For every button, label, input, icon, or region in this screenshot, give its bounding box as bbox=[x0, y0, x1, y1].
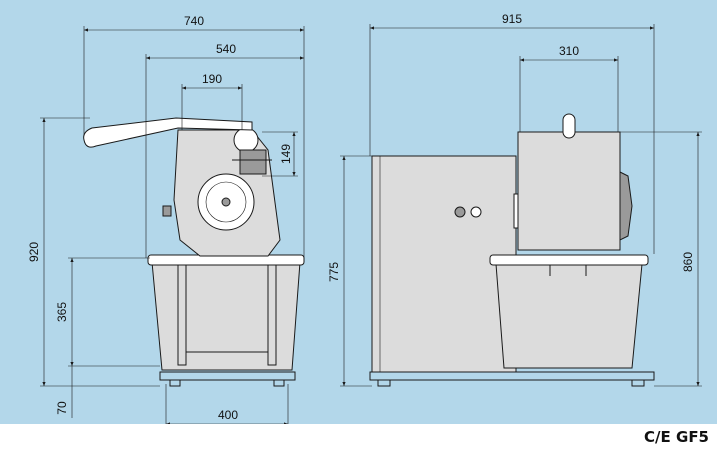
front-foot-right bbox=[631, 379, 645, 387]
front-hopper bbox=[517, 131, 621, 251]
side-motor-ring bbox=[205, 181, 247, 223]
dim-310: 310 bbox=[559, 44, 579, 58]
front-control-knob-2 bbox=[470, 206, 482, 218]
model-label: C/E GF5 bbox=[644, 428, 709, 446]
dim-775: 775 bbox=[327, 262, 341, 282]
side-motor-hub bbox=[221, 197, 231, 207]
front-bin bbox=[495, 263, 643, 369]
front-base-plate bbox=[369, 371, 655, 381]
front-control-knob-1 bbox=[454, 206, 466, 218]
dim-920: 920 bbox=[27, 242, 41, 262]
dim-365: 365 bbox=[55, 302, 69, 322]
dim-400: 400 bbox=[218, 408, 238, 422]
footer-bar bbox=[0, 424, 717, 449]
side-view: 740 540 190 149 920 365 70 400 bbox=[27, 14, 305, 428]
side-hopper-block bbox=[239, 149, 267, 175]
front-disc-guard bbox=[619, 171, 633, 241]
front-view: 915 310 775 860 bbox=[327, 12, 702, 387]
dim-860: 860 bbox=[681, 252, 695, 272]
dim-540: 540 bbox=[216, 42, 236, 56]
dim-70: 70 bbox=[55, 401, 69, 415]
dim-149: 149 bbox=[279, 144, 293, 164]
side-knob bbox=[162, 205, 172, 217]
front-foot-left bbox=[377, 379, 391, 387]
dim-740: 740 bbox=[184, 14, 204, 28]
side-hopper-ring bbox=[233, 127, 259, 153]
side-lever-handle bbox=[83, 117, 253, 148]
side-foot-left bbox=[169, 379, 181, 387]
side-foot-right bbox=[273, 379, 285, 387]
side-base-plate bbox=[159, 371, 296, 381]
front-table-top bbox=[489, 254, 649, 266]
front-hopper-handle bbox=[562, 113, 576, 139]
side-bin bbox=[151, 261, 301, 371]
dim-915: 915 bbox=[502, 12, 522, 26]
dim-190: 190 bbox=[202, 72, 222, 86]
